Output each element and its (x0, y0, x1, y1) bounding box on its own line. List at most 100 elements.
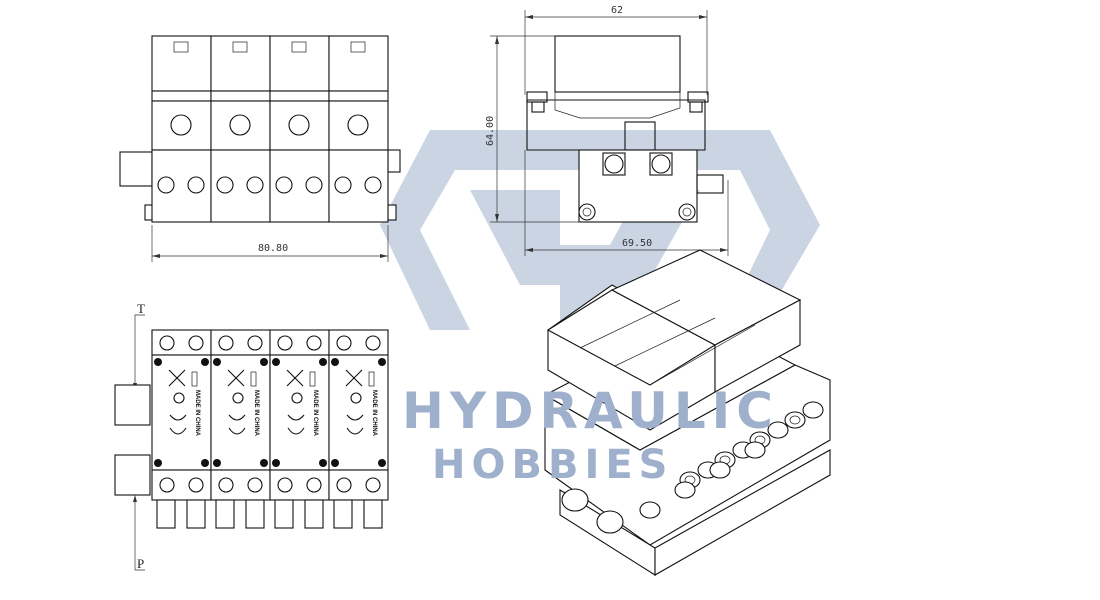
dimension-side-bottom-width: 69.50 (622, 238, 652, 249)
dimension-front-width: 80.80 (258, 243, 288, 254)
module-bottom-strip (210, 469, 271, 501)
port-fitting (157, 176, 175, 194)
port-label-tank: T (137, 301, 145, 316)
right-fitting (387, 149, 401, 173)
label-slot (368, 371, 375, 387)
iso-port-fitting (709, 461, 731, 479)
port-fitting (188, 477, 204, 493)
port-fitting (277, 335, 293, 351)
module-label: MADE IN CHINA (371, 390, 377, 437)
watermark-text-hobbies: HOBBIES (432, 442, 673, 488)
port-fitting (365, 335, 381, 351)
module-cover-tab (232, 41, 248, 53)
module-actuator (151, 100, 212, 151)
status-led (350, 392, 362, 404)
disposal-icon (168, 369, 186, 387)
status-led (291, 392, 303, 404)
module-cover-tab (291, 41, 307, 53)
module-label: MADE IN CHINA (194, 390, 200, 437)
watermark-logo (380, 130, 820, 395)
iso-pressure-fitting (596, 510, 624, 534)
iso-port-fitting (767, 421, 789, 439)
port-label-pressure: P (137, 556, 144, 571)
module-label: MADE IN CHINA (312, 390, 318, 437)
port-fitting (275, 176, 293, 194)
dimension-side-height: 64.00 (485, 116, 496, 146)
port-fitting (364, 176, 382, 194)
status-led (232, 392, 244, 404)
module-cover-tab (350, 41, 366, 53)
port-fitting (218, 477, 234, 493)
port-fitting (159, 335, 175, 351)
module-plate (328, 354, 389, 471)
manual-override-icon (288, 114, 310, 136)
module-clamp (269, 90, 330, 102)
module-plate (210, 354, 271, 471)
label-slot (309, 371, 316, 387)
ce-mark-icon (169, 414, 187, 435)
port-connector (215, 499, 235, 529)
screw-icon (319, 358, 327, 366)
iso-port-fitting (674, 481, 696, 499)
module-top-strip (151, 329, 212, 356)
module-coil-cover (328, 35, 389, 92)
screw-icon (272, 358, 280, 366)
front-view (119, 35, 401, 223)
module-clamp (151, 90, 212, 102)
port-fitting (305, 176, 323, 194)
disposal-icon (227, 369, 245, 387)
module-actuator (269, 100, 330, 151)
module-plate (269, 354, 330, 471)
port-fitting (336, 335, 352, 351)
port-connector (333, 499, 353, 529)
side-view (526, 35, 724, 223)
manual-override-icon (229, 114, 251, 136)
module-top-strip (269, 329, 330, 356)
port-fitting (336, 477, 352, 493)
screw-icon (378, 358, 386, 366)
port-connector (156, 499, 176, 529)
port-fitting (306, 335, 322, 351)
port-fitting (218, 335, 234, 351)
iso-port-fitting (744, 441, 766, 459)
port-markers: T P (114, 301, 151, 571)
screw-icon (331, 459, 339, 467)
disposal-icon (286, 369, 304, 387)
module-plate (151, 354, 212, 471)
screw-icon (378, 459, 386, 467)
module-clamp (328, 90, 389, 102)
module-actuator (328, 100, 389, 151)
port-fitting (365, 477, 381, 493)
module-bottom-strip (328, 469, 389, 501)
iso-tank-fitting (561, 488, 589, 512)
port-connector (363, 499, 383, 529)
port-fitting (247, 477, 263, 493)
module-clamp (210, 90, 271, 102)
isometric-view (543, 249, 831, 576)
port-fitting (246, 176, 264, 194)
left-fitting (119, 151, 153, 187)
screw-icon (319, 459, 327, 467)
bottom-right-plug (387, 204, 397, 221)
port-connector (245, 499, 265, 529)
side-dimensions: 62 64.00 69.50 (485, 5, 729, 256)
port-connector (186, 499, 206, 529)
ce-mark-icon (346, 414, 364, 435)
manual-override-icon (170, 114, 192, 136)
module-bottom-strip (269, 469, 330, 501)
port-fitting (159, 477, 175, 493)
screw-icon (272, 459, 280, 467)
module-body (269, 149, 330, 223)
screw-icon (154, 459, 162, 467)
disposal-icon (345, 369, 363, 387)
screw-icon (213, 358, 221, 366)
ce-mark-icon (228, 414, 246, 435)
port-fitting (277, 477, 293, 493)
module-top-strip (328, 329, 389, 356)
module-top-strip (210, 329, 271, 356)
module-bottom-strip (151, 469, 212, 501)
screw-icon (260, 459, 268, 467)
module-coil-cover (151, 35, 212, 92)
label-slot (191, 371, 198, 387)
